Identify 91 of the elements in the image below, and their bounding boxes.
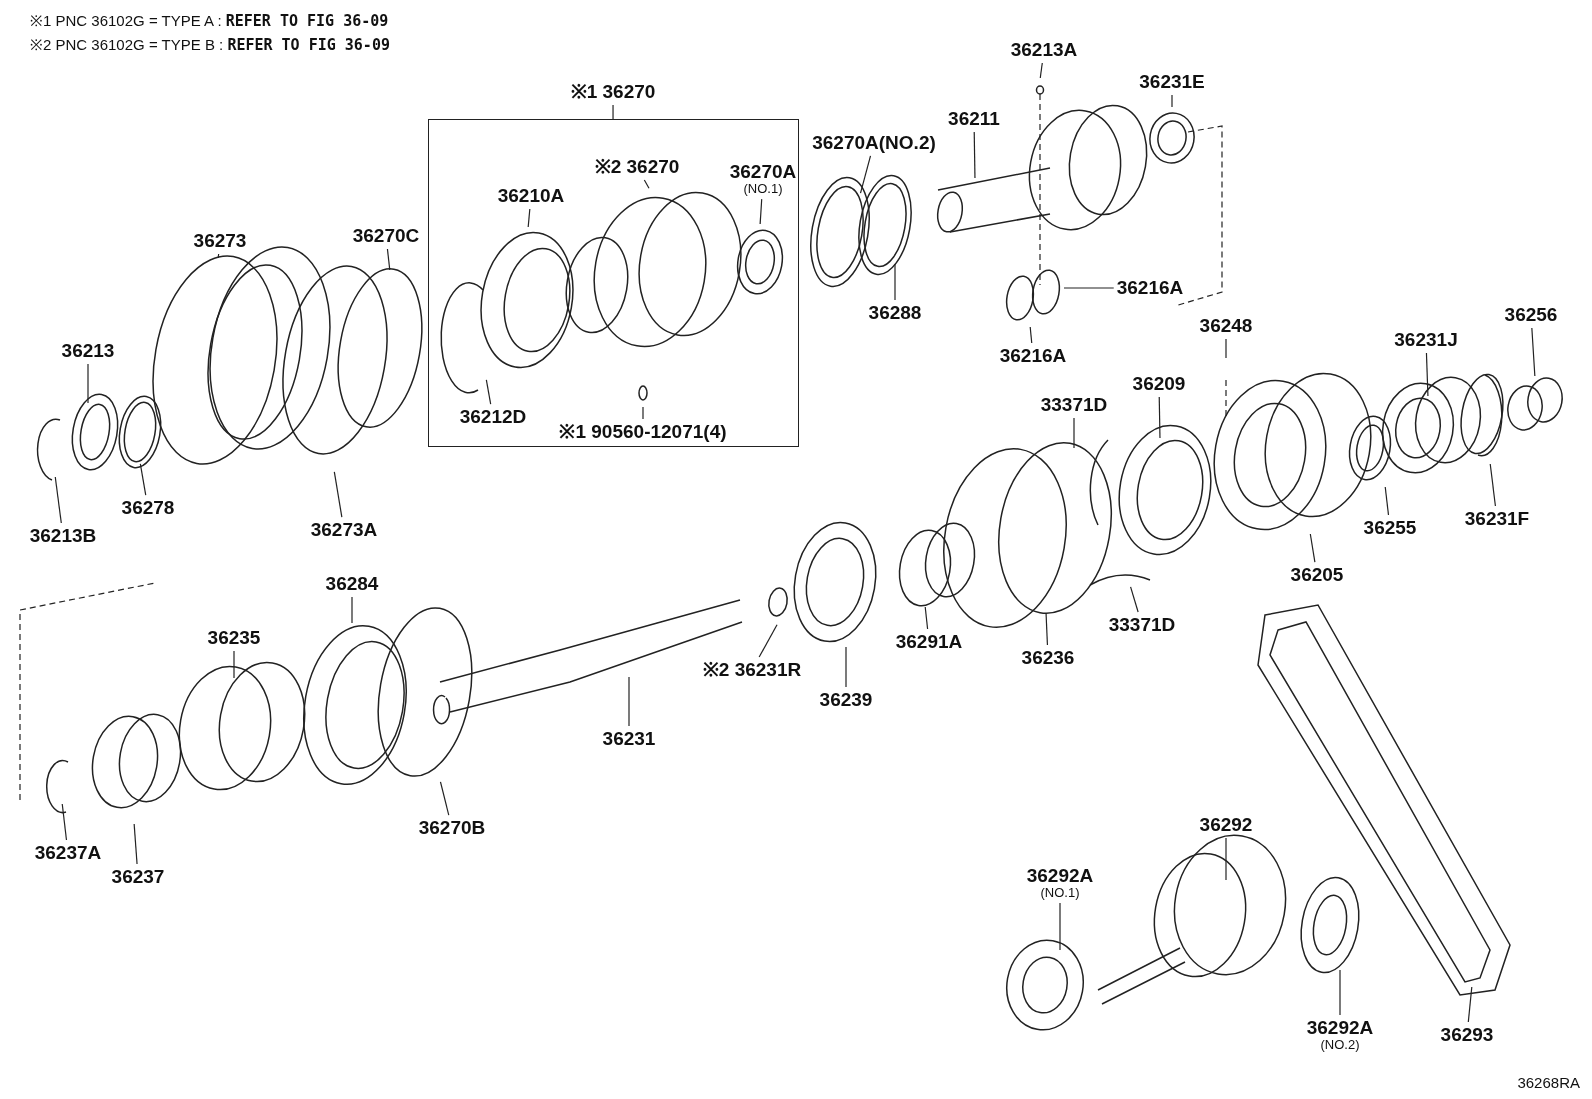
leader-line xyxy=(133,823,138,865)
part-number: 36292A xyxy=(1026,865,1094,886)
leader-line xyxy=(485,379,492,405)
leader-line xyxy=(1225,338,1227,359)
part-number: 36248 xyxy=(1199,316,1253,336)
part-number: 36291A xyxy=(895,632,963,652)
part-number: 36236 xyxy=(1021,648,1075,668)
part-number: 36210A xyxy=(497,186,565,206)
leader-line xyxy=(386,248,391,271)
note-text: ※1 PNC 36102G = TYPE A : REFER TO FIG 36-09 xyxy=(30,11,389,30)
part-number: 36270A xyxy=(729,161,797,182)
variant-note: (NO.1) xyxy=(743,181,783,197)
leader-line xyxy=(61,803,68,841)
part-number: 36239 xyxy=(819,690,873,710)
part-number: ※1 36270 xyxy=(570,82,656,102)
leader-line xyxy=(1225,837,1227,881)
leader-line xyxy=(642,406,644,420)
leader-line xyxy=(351,596,353,624)
part-number: 36212D xyxy=(459,407,527,427)
leader-line xyxy=(628,676,630,727)
leader-line xyxy=(1467,986,1473,1023)
variant-note: (NO.2) xyxy=(1320,1037,1360,1053)
leader-line xyxy=(1158,396,1161,439)
part-number: 36270C xyxy=(352,226,420,246)
leader-line xyxy=(1339,969,1341,1016)
part-number: 36284 xyxy=(325,574,379,594)
part-number: 36213A xyxy=(1010,40,1078,60)
part-number: 36270A(NO.2) xyxy=(812,133,936,153)
note-text: ※2 PNC 36102G = TYPE B : REFER TO FIG 36-09 xyxy=(30,35,390,54)
part-number: 36255 xyxy=(1363,518,1417,538)
leader-line xyxy=(1531,327,1536,377)
part-number: 36231F xyxy=(1464,509,1530,529)
leader-line xyxy=(1489,463,1496,507)
leader-line xyxy=(1425,352,1429,397)
leader-line xyxy=(859,155,872,194)
leader-line xyxy=(439,781,450,816)
part-number: 36237A xyxy=(34,843,102,863)
part-number: 33371D xyxy=(1108,615,1176,635)
part-number: 36235 xyxy=(207,628,261,648)
part-number: 36213B xyxy=(29,526,97,546)
part-number: ※1 90560-12071(4) xyxy=(559,422,727,442)
leader-line xyxy=(845,646,847,688)
leader-line xyxy=(1073,417,1075,449)
part-number: 36205 xyxy=(1290,565,1344,585)
part-number: 36256 xyxy=(1504,305,1558,325)
part-number: 36270B xyxy=(418,818,486,838)
leader-line xyxy=(1171,94,1173,108)
leader-line xyxy=(924,606,929,630)
leader-line xyxy=(333,471,343,518)
group-frame xyxy=(428,119,799,447)
leader-line xyxy=(1045,613,1049,646)
part-number: ※2 36231R xyxy=(702,660,802,680)
leader-line xyxy=(54,476,62,524)
part-number: 36216A xyxy=(1116,278,1184,298)
variant-note: (NO.1) xyxy=(1040,885,1080,901)
leader-line xyxy=(217,253,220,259)
leader-line xyxy=(527,208,531,228)
leader-line xyxy=(139,463,147,496)
part-number: 36231 xyxy=(602,729,656,749)
leader-line xyxy=(1063,287,1115,289)
part-number: 36273A xyxy=(310,520,378,540)
part-number: 36211 xyxy=(948,109,1000,129)
part-number: 36216A xyxy=(999,346,1067,366)
part-number: 33371D xyxy=(1040,395,1108,415)
leader-line xyxy=(233,650,235,679)
part-number: 36292 xyxy=(1199,815,1253,835)
leader-line xyxy=(1309,533,1316,563)
leader-line xyxy=(758,624,778,658)
leader-line xyxy=(612,104,614,120)
leader-line xyxy=(87,363,89,404)
leader-line xyxy=(894,263,896,301)
part-number: 36292A xyxy=(1306,1017,1374,1038)
part-number: 36231J xyxy=(1394,330,1458,350)
part-number: 36237 xyxy=(111,867,165,887)
leader-line xyxy=(1059,902,1061,951)
part-number: 36213 xyxy=(61,341,115,361)
part-number: 36209 xyxy=(1132,374,1186,394)
part-number: 36273 xyxy=(193,231,247,251)
leader-line xyxy=(1039,62,1043,79)
leader-line xyxy=(1129,586,1139,613)
part-number: 36278 xyxy=(121,498,175,518)
leader-line xyxy=(1384,486,1390,516)
leader-line xyxy=(643,179,650,189)
leader-line xyxy=(759,198,763,225)
leader-line xyxy=(1029,326,1033,344)
part-number: 36231E xyxy=(1139,72,1205,92)
figure-code: 36268RA xyxy=(1517,1074,1580,1091)
part-number: ※2 36270 xyxy=(594,157,680,177)
leader-line xyxy=(973,131,976,179)
part-number: 36293 xyxy=(1440,1025,1494,1045)
part-number: 36288 xyxy=(868,303,922,323)
